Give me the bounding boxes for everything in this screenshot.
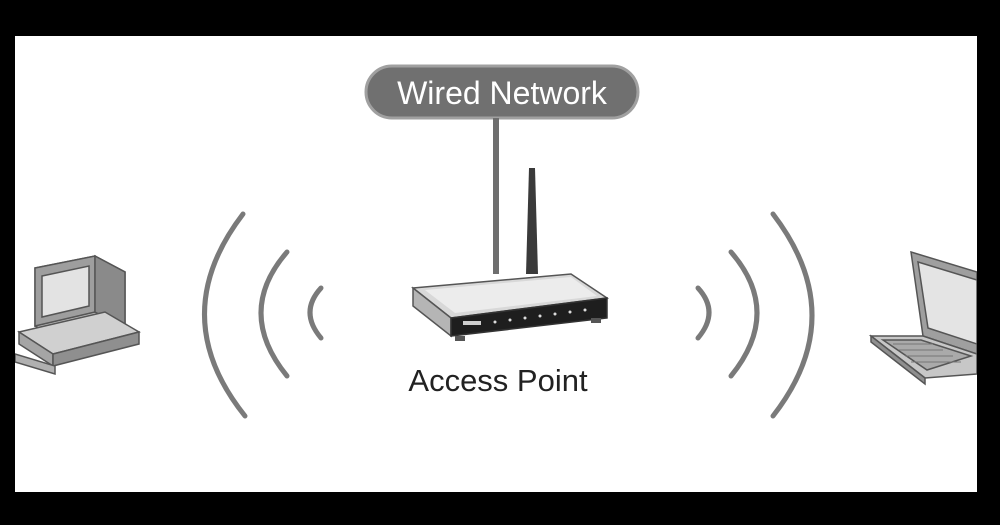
wave-left-middle	[258, 249, 290, 379]
wave-right-inner	[695, 285, 712, 341]
laptop-icon	[868, 250, 977, 386]
desktop-computer-icon	[15, 254, 141, 376]
network-diagram: Wired Network	[15, 64, 977, 419]
diagram-panel: Wired Network	[15, 36, 977, 492]
wave-right-outer	[770, 211, 815, 419]
wireless-waves-left	[202, 211, 324, 419]
wired-network-node: Wired Network	[364, 64, 640, 120]
wave-left-outer	[202, 211, 248, 419]
router-antenna	[526, 168, 538, 274]
wireless-waves-right	[695, 211, 815, 419]
access-point-label: Access Point	[408, 363, 588, 398]
wired-network-pill	[364, 64, 640, 120]
wave-left-inner	[307, 285, 324, 341]
wireless-router-icon	[411, 168, 610, 341]
wave-right-middle	[728, 249, 760, 379]
wired-network-label: Wired Network	[397, 75, 608, 111]
